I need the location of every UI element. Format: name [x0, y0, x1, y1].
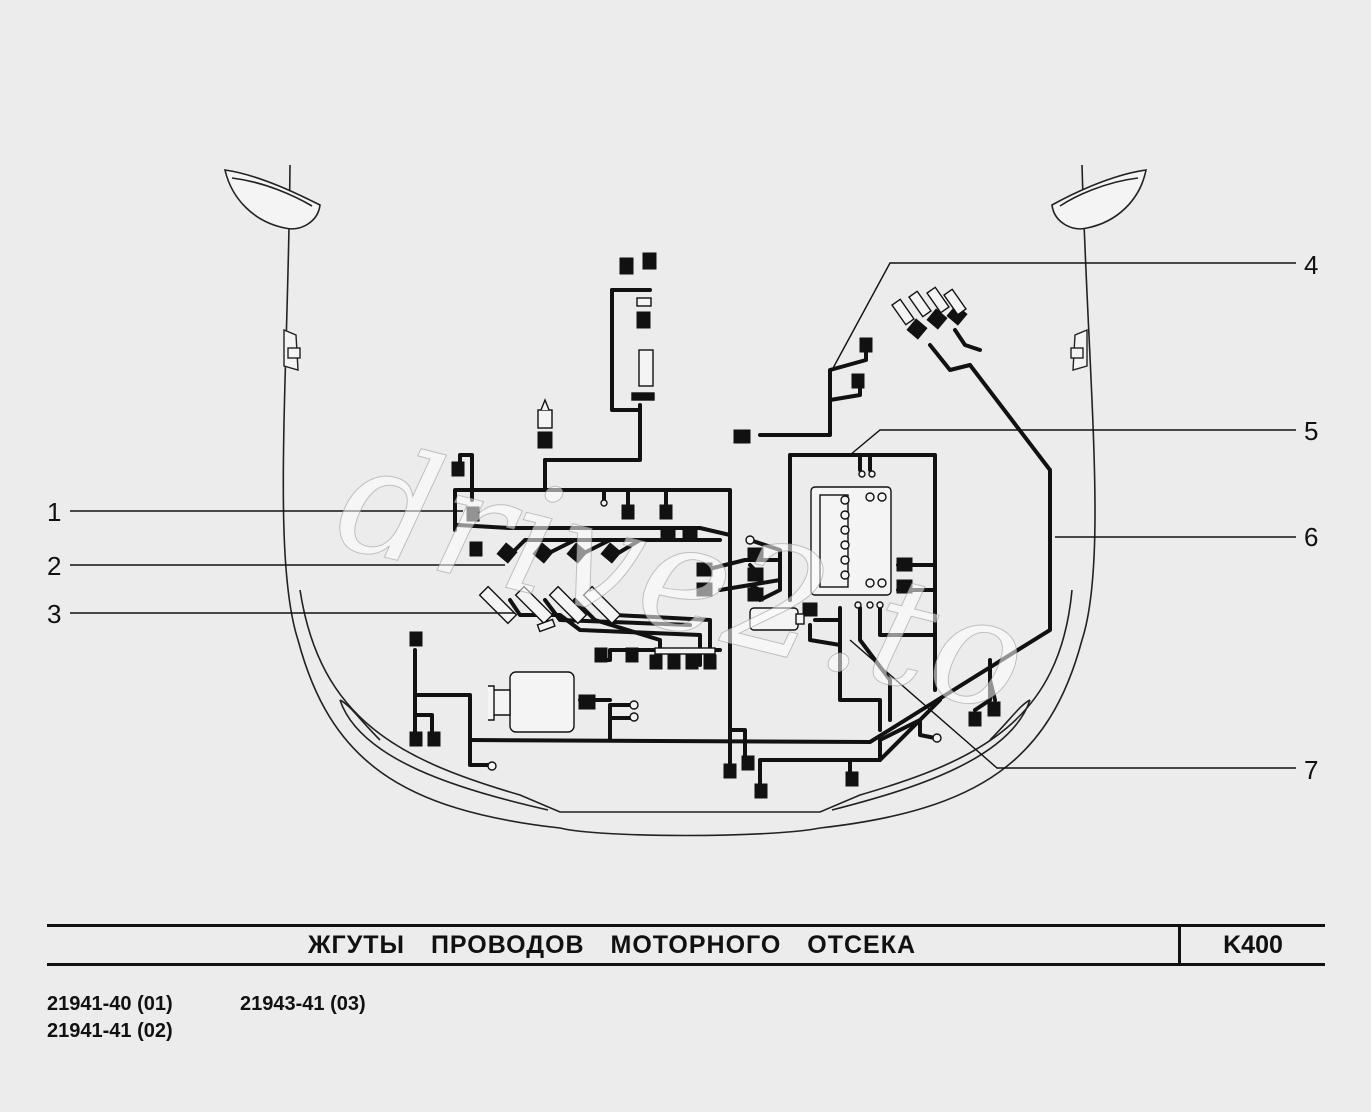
leader-lines	[70, 262, 1296, 769]
right-mirror	[1051, 169, 1148, 230]
callout-6: 6	[1304, 522, 1319, 552]
diagram-title: ЖГУТЫ ПРОВОДОВ МОТОРНОГО ОТСЕКА	[307, 931, 917, 959]
connectors	[409, 252, 1001, 799]
callout-7: 7	[1304, 755, 1319, 785]
title-block: ЖГУТЫ ПРОВОДОВ МОТОРНОГО ОТСЕКА K400	[47, 924, 1325, 966]
components	[478, 286, 967, 771]
variant-2: 21941-41 (02)	[47, 1020, 173, 1042]
callout-3: 3	[47, 599, 62, 629]
title-divider	[1178, 927, 1181, 963]
leader-4	[831, 262, 1296, 371]
callout-1: 1	[47, 497, 62, 527]
leader-7	[849, 639, 1296, 769]
variant-3: 21943-41 (03)	[240, 993, 366, 1015]
left-door-handle	[283, 328, 301, 371]
left-mirror	[223, 169, 321, 230]
callout-4: 4	[1304, 250, 1319, 280]
car-body-outline	[282, 164, 1096, 837]
leader-5	[849, 429, 1296, 456]
right-door-handle	[1070, 328, 1088, 371]
diagram-code: K400	[1223, 931, 1283, 959]
variant-1: 21941-40 (01)	[47, 993, 173, 1015]
callout-2: 2	[47, 551, 62, 581]
callout-5: 5	[1304, 416, 1319, 446]
